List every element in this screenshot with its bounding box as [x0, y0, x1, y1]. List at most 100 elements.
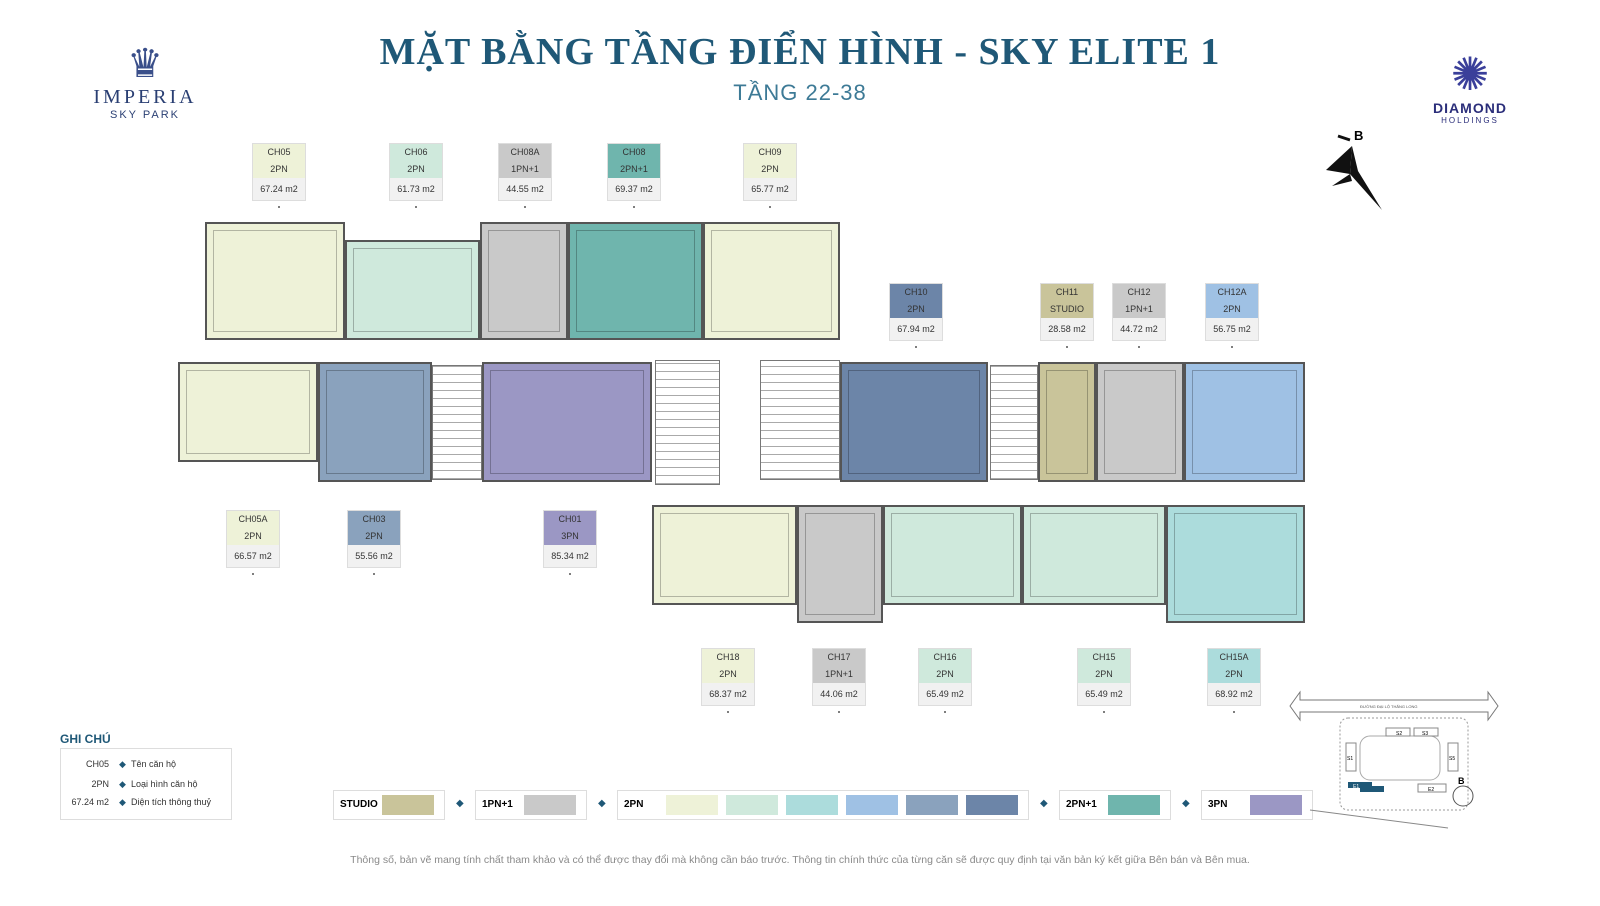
disclaimer: Thông số, bản vẽ mang tính chất tham khả… — [350, 854, 1250, 866]
unit-area: 44.55 m2 — [499, 178, 551, 200]
note-desc: Diện tích thông thuỷ — [131, 797, 212, 807]
type-legend-item: 2PN — [617, 790, 1029, 820]
unit-type: 2PN — [702, 666, 754, 683]
color-swatch — [1108, 795, 1160, 815]
unit-type: STUDIO — [1041, 301, 1093, 318]
note-key: 67.24 m2 — [71, 797, 109, 807]
unit-ch10[interactable] — [840, 362, 988, 482]
type-label: 2PN+1 — [1066, 799, 1097, 810]
block-label: S5 — [1449, 756, 1455, 762]
color-swatch — [786, 795, 838, 815]
unit-ch11[interactable] — [1038, 362, 1096, 482]
note-key: CH05 — [85, 759, 109, 769]
unit-ch03[interactable] — [318, 362, 432, 482]
unit-ch09[interactable] — [703, 222, 840, 340]
type-legend-item: STUDIO — [333, 790, 445, 820]
separator-diamond-icon: ◆ — [598, 798, 606, 809]
unit-ch16[interactable] — [883, 505, 1022, 605]
block-label: E1 — [1353, 784, 1359, 790]
block-label: E2 — [1428, 787, 1434, 793]
unit-ch05[interactable] — [205, 222, 345, 340]
unit-name: CH15A — [1208, 649, 1260, 666]
unit-name: CH08 — [608, 144, 660, 161]
unit-type: 2PN — [919, 666, 971, 683]
unit-name: CH01 — [544, 511, 596, 528]
unit-area: 55.56 m2 — [348, 545, 400, 567]
unit-ch08a[interactable] — [480, 222, 568, 340]
unit-name: CH10 — [890, 284, 942, 301]
color-swatch — [726, 795, 778, 815]
unit-name: CH09 — [744, 144, 796, 161]
unit-area: 68.37 m2 — [702, 683, 754, 705]
color-swatch — [906, 795, 958, 815]
unit-area: 56.75 m2 — [1206, 318, 1258, 340]
type-label: 3PN — [1208, 799, 1228, 810]
color-swatch — [382, 795, 434, 815]
unit-type: 1PN+1 — [499, 161, 551, 178]
core-stair-elevator — [432, 365, 482, 480]
unit-area: 67.24 m2 — [253, 178, 305, 200]
unit-area: 67.94 m2 — [890, 318, 942, 340]
color-swatch — [524, 795, 576, 815]
unit-area: 28.58 m2 — [1041, 318, 1093, 340]
unit-type: 2PN — [1078, 666, 1130, 683]
unit-ch15[interactable] — [1022, 505, 1166, 605]
separator-diamond-icon: ◆ — [456, 798, 464, 809]
imperia-logo: ♛ IMPERIA SKY PARK — [80, 42, 210, 121]
unit-ch17[interactable] — [797, 505, 883, 623]
unit-name: CH06 — [390, 144, 442, 161]
unit-ch15a[interactable] — [1166, 505, 1305, 623]
unit-ch18[interactable] — [652, 505, 797, 605]
core-stair-elevator — [655, 360, 720, 485]
compass-icon: B — [1326, 128, 1382, 210]
unit-area: 85.34 m2 — [544, 545, 596, 567]
block-label: S2 — [1396, 731, 1402, 737]
unit-ch05a[interactable] — [178, 362, 318, 462]
unit-ch08[interactable] — [568, 222, 703, 340]
diamond-flower-icon: ✺ — [1450, 48, 1490, 100]
type-label: STUDIO — [340, 799, 378, 810]
unit-type: 1PN+1 — [813, 666, 865, 683]
unit-ch01[interactable] — [482, 362, 652, 482]
color-swatch — [666, 795, 718, 815]
note-desc: Tên căn hộ — [131, 759, 177, 769]
unit-area: 44.72 m2 — [1113, 318, 1165, 340]
unit-area: 65.49 m2 — [919, 683, 971, 705]
note-row: 2PN◆Loại hình căn hộ — [91, 779, 198, 789]
type-legend-item: 3PN — [1201, 790, 1313, 820]
core-stair-elevator — [760, 360, 840, 480]
unit-area: 68.92 m2 — [1208, 683, 1260, 705]
unit-name: CH03 — [348, 511, 400, 528]
block-label: S1 — [1347, 756, 1353, 762]
unit-ch12[interactable] — [1096, 362, 1184, 482]
unit-ch06[interactable] — [345, 240, 480, 340]
unit-type: 2PN — [890, 301, 942, 318]
note-key: 2PN — [91, 779, 109, 789]
logo-tagline: SKY PARK — [109, 109, 180, 121]
unit-type: 2PN — [1206, 301, 1258, 318]
page-subtitle: TẦNG 22-38 — [733, 80, 867, 105]
site-map: ĐƯỜNG ĐẠI LỘ THĂNG LONG S2 S3 S1 S5 E1 E… — [1289, 690, 1499, 829]
page-title: MẶT BẰNG TẦNG ĐIỂN HÌNH - SKY ELITE 1 — [379, 31, 1221, 73]
unit-area: 65.49 m2 — [1078, 683, 1130, 705]
type-label: 2PN — [624, 799, 644, 810]
unit-name: CH12 — [1113, 284, 1165, 301]
unit-name: CH15 — [1078, 649, 1130, 666]
core-stair-elevator — [990, 365, 1038, 480]
type-legend-item: 1PN+1 — [475, 790, 587, 820]
separator-diamond-icon: ◆ — [1040, 798, 1048, 809]
unit-ch12a[interactable] — [1184, 362, 1305, 482]
color-swatch — [846, 795, 898, 815]
